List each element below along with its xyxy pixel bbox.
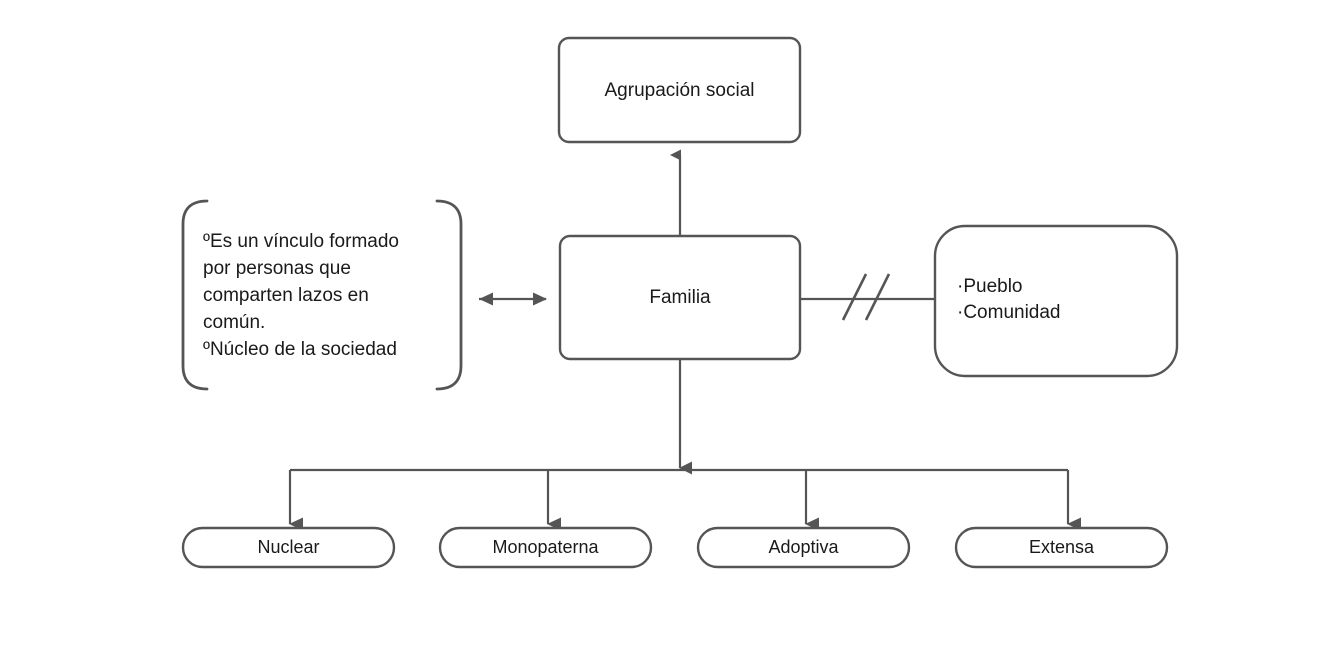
familia-label: Familia	[649, 287, 711, 308]
agrupacion-social-box[interactable]	[557, 36, 802, 144]
extensa-label: Extensa	[1029, 537, 1095, 557]
pueblo-item: ·Pueblo	[957, 276, 1023, 297]
node-pueblo-comunidad[interactable]: ·Pueblo ·Comunidad	[933, 224, 1179, 378]
branch-node-extensa[interactable]: Extensa	[954, 526, 1169, 569]
definition-line-4: común.	[203, 312, 265, 333]
right-bracket-icon	[435, 199, 463, 391]
slash-mark-1-icon	[841, 273, 868, 321]
branch-node-nuclear[interactable]: Nuclear	[181, 526, 396, 569]
definition-line-2: por personas que	[203, 258, 351, 279]
nuclear-label: Nuclear	[257, 537, 319, 557]
definition-line-5: ºNúcleo de la sociedad	[203, 339, 397, 360]
slash-mark-2-icon	[864, 273, 891, 321]
left-bracket-icon	[181, 199, 209, 391]
monopaterna-label: Monopaterna	[492, 537, 599, 557]
node-agrupacion-social[interactable]: Agrupación social	[557, 36, 802, 144]
comunidad-item: ·Comunidad	[957, 302, 1061, 323]
adoptiva-pill[interactable]	[696, 526, 911, 569]
node-familia[interactable]: Familia	[558, 234, 802, 361]
definition-line-1: ºEs un vínculo formado	[203, 231, 399, 252]
pueblo-comunidad-box[interactable]	[933, 224, 1179, 378]
extensa-pill[interactable]	[954, 526, 1169, 569]
definition-bracket-group: ºEs un vínculo formado por personas que …	[181, 199, 463, 391]
branch-node-monopaterna[interactable]: Monopaterna	[438, 526, 653, 569]
adoptiva-label: Adoptiva	[768, 537, 839, 557]
definition-line-3: comparten lazos en	[203, 285, 369, 306]
agrupacion-social-label: Agrupación social	[605, 80, 755, 101]
monopaterna-pill[interactable]	[438, 526, 653, 569]
branch-node-adoptiva[interactable]: Adoptiva	[696, 526, 911, 569]
nuclear-pill[interactable]	[181, 526, 396, 569]
